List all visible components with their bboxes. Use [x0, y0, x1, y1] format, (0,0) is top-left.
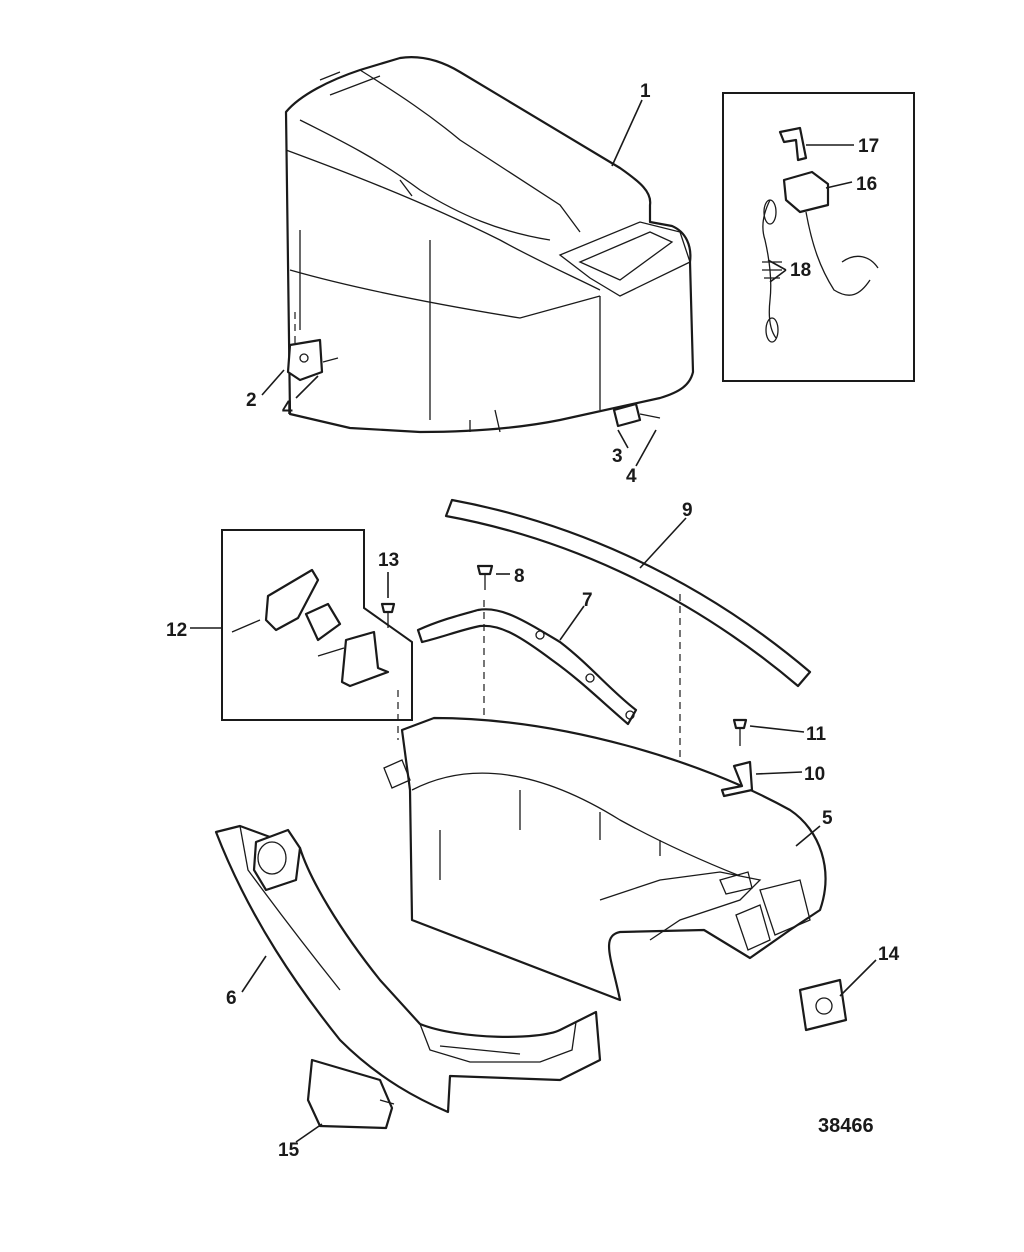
callout-12: 12 [166, 620, 187, 641]
callout-18: 18 [790, 260, 811, 281]
latch-clip [720, 718, 754, 798]
callout-2: 2 [246, 390, 257, 411]
callout-9: 9 [682, 500, 693, 521]
callout-13: 13 [378, 550, 399, 571]
callout-14: 14 [878, 944, 900, 965]
callout-labels: 1 2 3 4 4 5 6 7 8 9 10 11 12 13 14 15 16… [166, 81, 900, 1161]
callout-4a: 4 [282, 398, 293, 419]
callout-15: 15 [278, 1140, 300, 1161]
stop-switch-inset [722, 92, 915, 382]
top-cowl [284, 56, 695, 434]
callout-17: 17 [858, 136, 879, 157]
small-parts [306, 978, 848, 1130]
callout-11: 11 [806, 724, 827, 745]
callout-5: 5 [822, 808, 833, 829]
cowl-seal-strip [444, 498, 812, 688]
bottom-cowl-front [214, 824, 602, 1114]
latch-inset [221, 529, 413, 740]
figure-number: 38466 [818, 1115, 874, 1137]
bottom-cowl-rear [383, 716, 827, 1002]
callout-10: 10 [804, 764, 825, 785]
leader-lines [190, 99, 877, 1143]
callout-6: 6 [226, 988, 237, 1009]
callout-7: 7 [582, 590, 593, 611]
callout-8: 8 [514, 566, 525, 587]
callout-4b: 4 [626, 466, 637, 487]
callout-1: 1 [640, 81, 651, 102]
callout-16: 16 [856, 174, 877, 195]
callout-3: 3 [612, 446, 623, 467]
cowl-latch-bracket [286, 338, 661, 428]
